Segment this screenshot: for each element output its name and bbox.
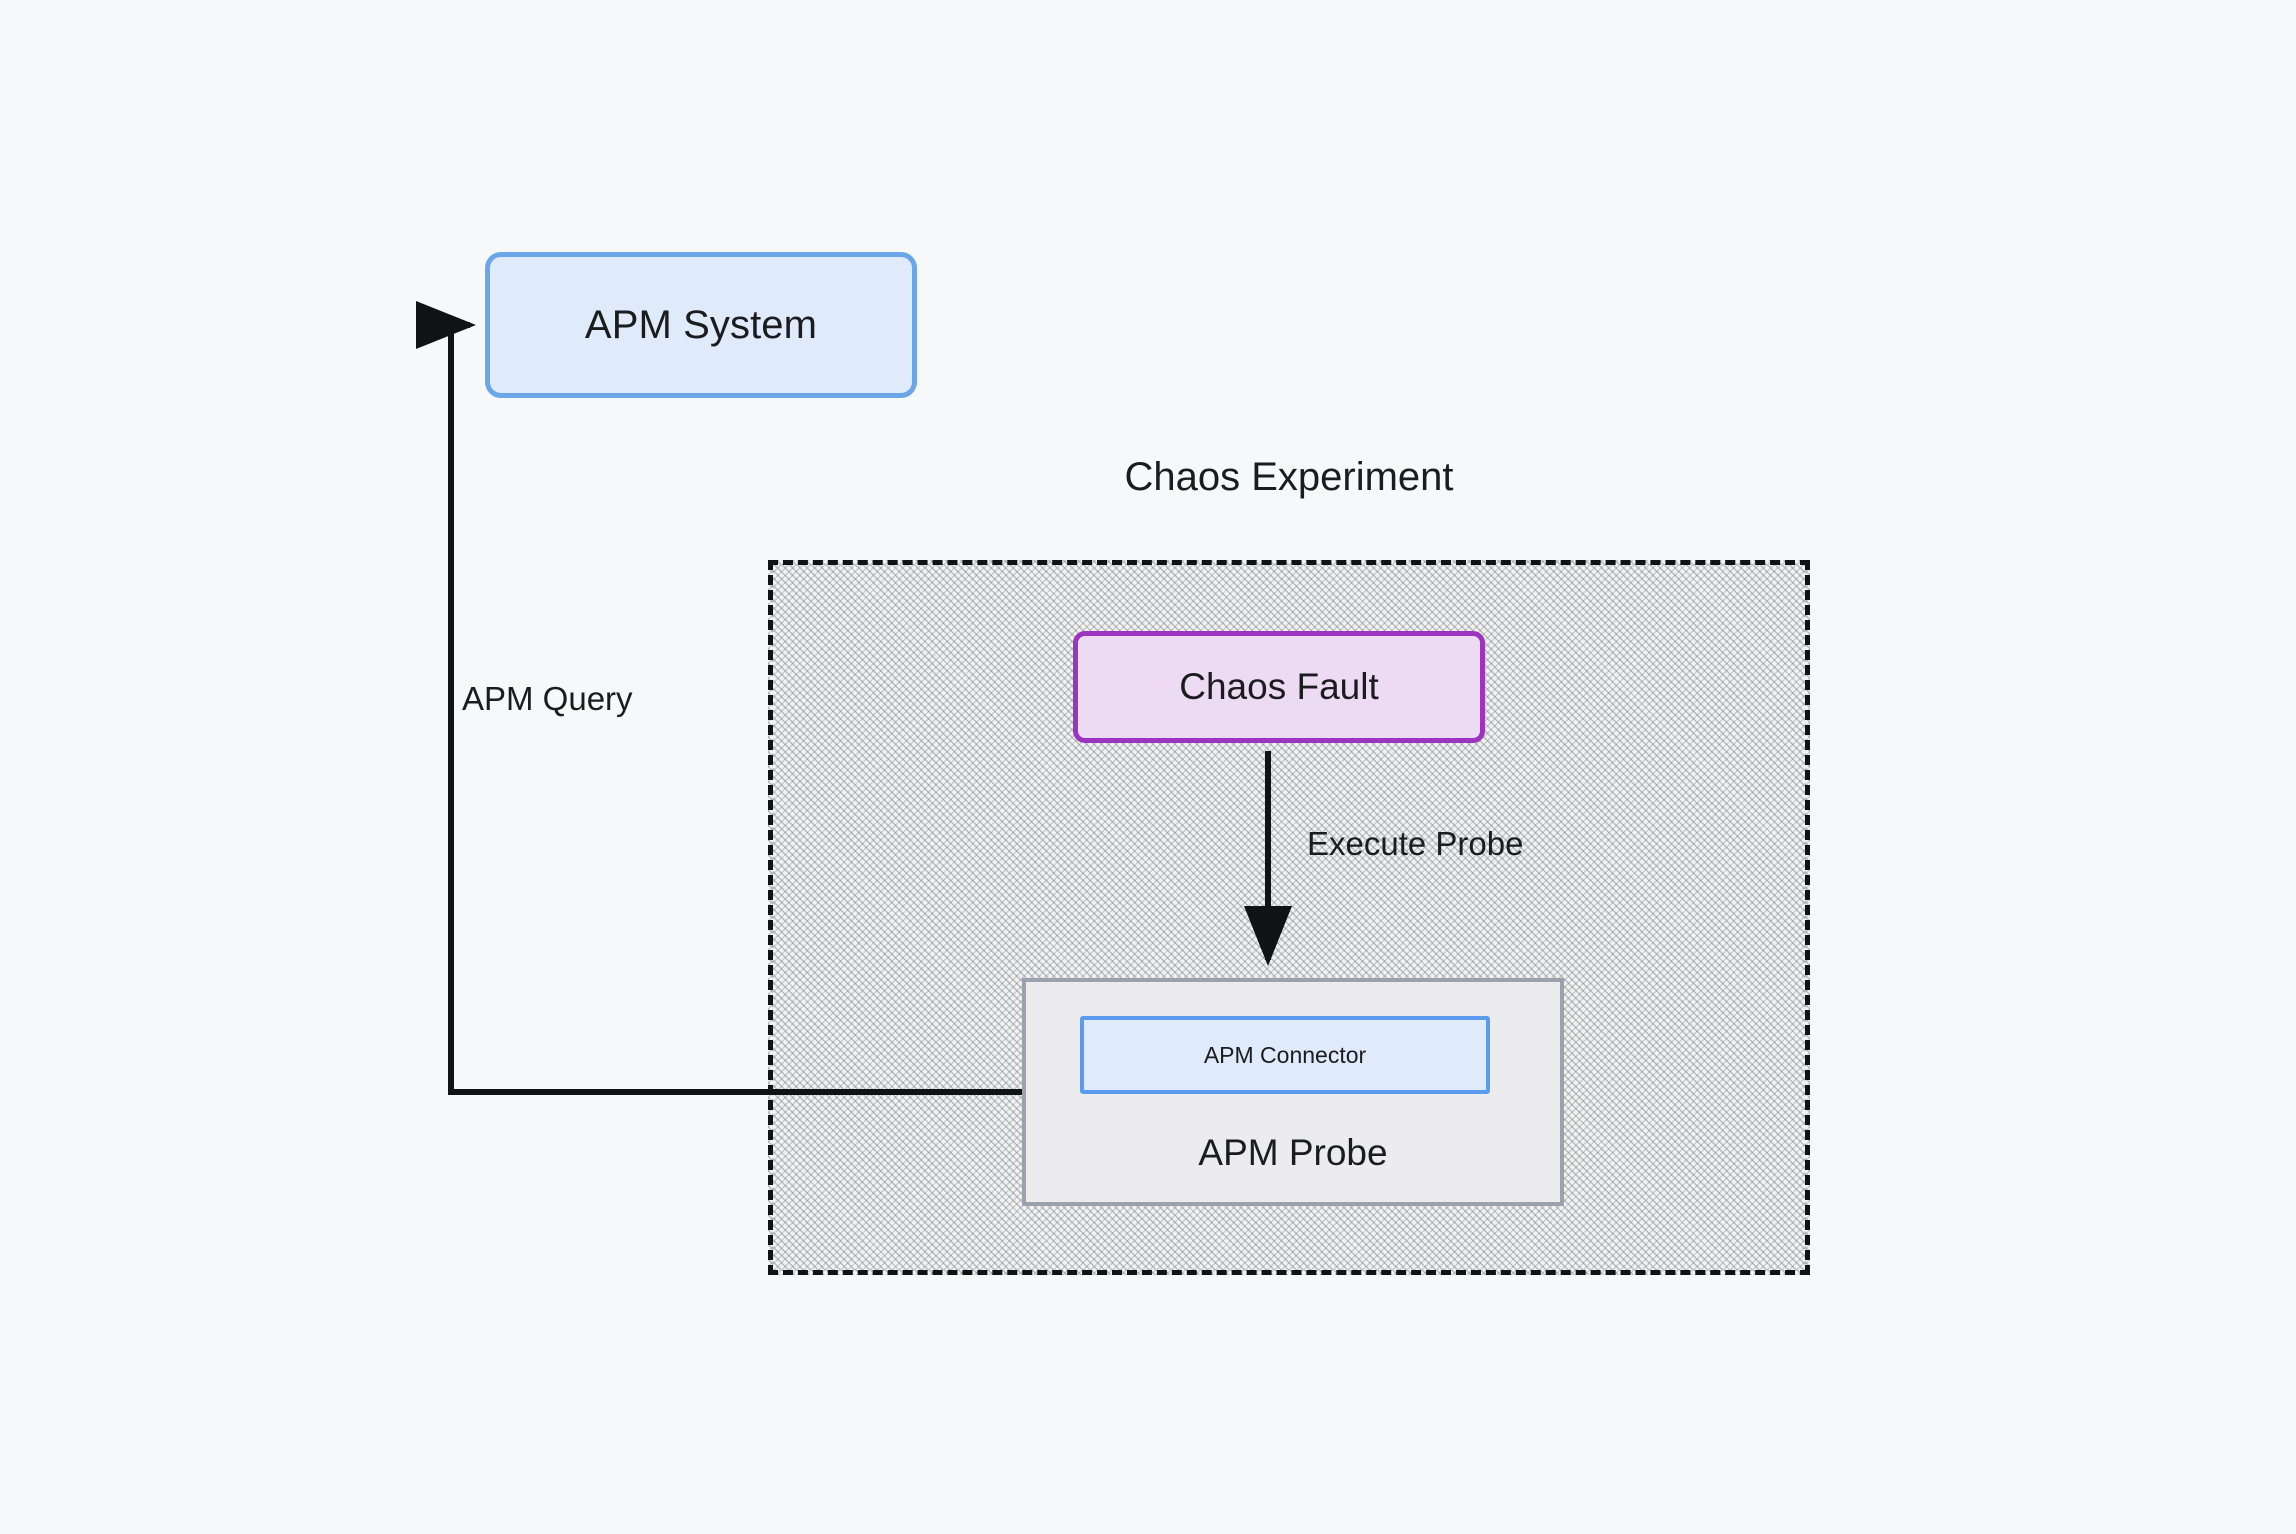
- node-apm-connector[interactable]: APM Connector: [1080, 1016, 1490, 1094]
- edge-label-execute-probe: Execute Probe: [1307, 825, 1524, 862]
- edge-apm-query: [416, 301, 1022, 1095]
- node-apm-system-label: APM System: [584, 302, 818, 347]
- edge-label-apm-query: APM Query: [462, 680, 633, 717]
- node-chaos-fault-label: Chaos Fault: [1179, 666, 1379, 707]
- node-apm-connector-label: APM Connector: [1203, 1041, 1367, 1068]
- node-apm-system[interactable]: APM System: [485, 252, 917, 398]
- node-apm-probe-label: APM Probe: [1198, 1132, 1388, 1173]
- node-chaos-fault[interactable]: Chaos Fault: [1073, 631, 1485, 743]
- chaos-experiment-title: Chaos Experiment: [1124, 455, 1454, 499]
